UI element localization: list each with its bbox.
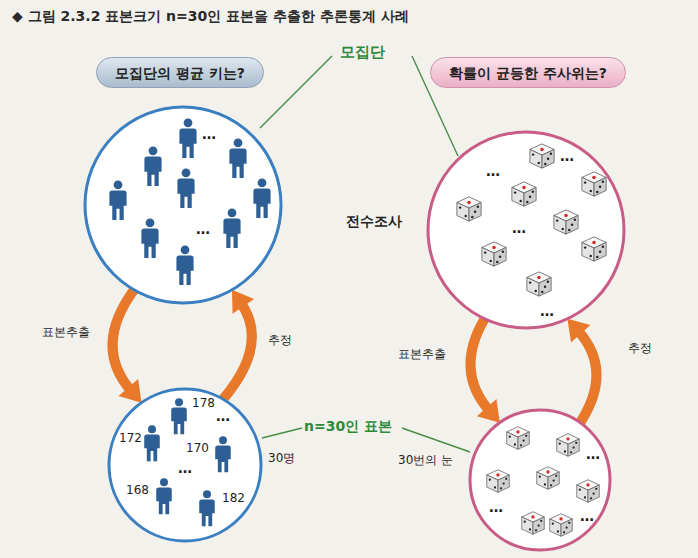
ellipsis-mark: …	[178, 460, 192, 476]
ellipsis-mark: …	[489, 499, 503, 515]
group-label: n=30인 표본	[304, 418, 392, 434]
ellipsis-mark: …	[202, 126, 216, 142]
dice-figures	[457, 144, 606, 296]
circle-fill	[84, 106, 282, 304]
process-arrow	[470, 319, 499, 423]
ellipsis-mark: …	[560, 148, 574, 164]
process-arrow	[567, 319, 596, 423]
circle-outline	[468, 408, 612, 552]
edge-label: 표본추출	[42, 326, 90, 340]
edge-label: 추정	[268, 334, 292, 348]
ellipsis-mark: …	[580, 508, 594, 524]
circle-outline	[426, 130, 626, 330]
ellipsis-mark: …	[540, 303, 554, 319]
figure-title: ◆ 그림 2.3.2 표본크기 n=30인 표본을 추출한 추론통계 사례	[12, 8, 409, 24]
value-text: 170	[186, 442, 209, 456]
edge-label: 추정	[628, 342, 652, 356]
person-figures	[144, 398, 231, 526]
edge-label: 표본추출	[398, 348, 446, 362]
value-text: 172	[119, 432, 142, 446]
process-arrow	[223, 290, 254, 399]
value-text: 168	[126, 484, 149, 498]
question-pill: 확률이 균등한 주사위는?	[430, 57, 626, 88]
sample-circle: 178172170……16818230명	[107, 387, 263, 543]
group-label: 모집단	[340, 44, 385, 61]
circle-fill	[427, 131, 625, 329]
question-pill: 모집단의 평균 키는?	[96, 57, 264, 88]
ellipsis-mark: …	[196, 221, 210, 237]
dice-figures	[487, 427, 600, 537]
value-text: 30명	[268, 452, 295, 466]
population-circle: … … … …	[426, 130, 626, 330]
circle-fill	[469, 409, 611, 551]
question-text: 모집단의 평균 키는?	[115, 65, 245, 81]
value-text: 178	[192, 397, 215, 411]
ellipsis-mark: …	[216, 408, 230, 424]
ellipsis-mark: …	[512, 220, 526, 236]
circle-outline	[83, 105, 283, 305]
value-text: 30번의 눈	[398, 454, 453, 468]
process-arrow	[113, 290, 142, 403]
sample-circle: 30번의 눈………	[468, 408, 612, 552]
ellipsis-mark: …	[586, 446, 600, 462]
method-label: 전수조사	[346, 213, 402, 229]
value-text: 182	[222, 492, 245, 506]
ellipsis-mark: …	[486, 163, 500, 179]
leader-line	[260, 56, 470, 452]
question-text: 확률이 균등한 주사위는?	[449, 65, 607, 81]
population-circle: ……	[83, 105, 283, 305]
person-figures	[109, 118, 270, 285]
circle-fill	[108, 388, 262, 542]
